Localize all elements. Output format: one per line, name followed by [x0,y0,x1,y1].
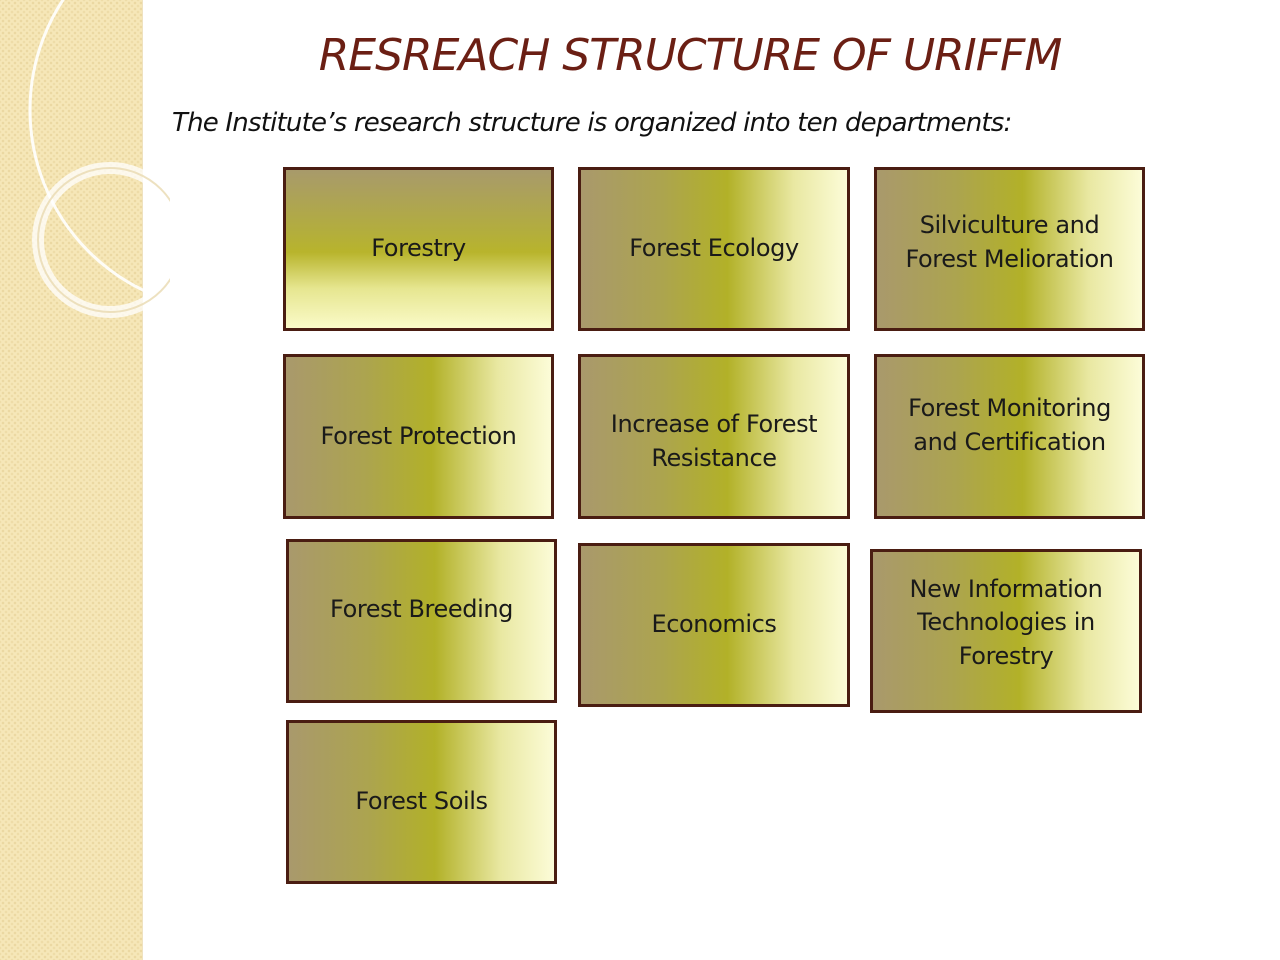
page-subtitle: The Institute’s research structure is or… [172,108,1012,138]
department-label: Silviculture and Forest Melioration [905,211,1114,273]
department-label: Increase of Forest Resistance [610,409,818,472]
department-box-forest-ecology: Forest Ecology [578,167,850,331]
department-label: Forest Protection [320,421,517,450]
department-label: Forestry [371,234,466,263]
department-box-forest-soils: Forest Soils [286,720,557,884]
department-label: Forest Soils [355,787,488,816]
department-box-forest-breeding: Forest Breeding [286,539,557,703]
department-label: Economics [651,610,777,639]
department-box-information-technologies: New Information Technologies in Forestry [870,549,1142,713]
decorative-side-band [0,0,143,960]
department-label: Forest Breeding [330,595,513,624]
department-label: Forest Monitoring and Certification [908,393,1111,456]
department-label: Forest Ecology [629,234,799,263]
page-title: RESREACH STRUCTURE OF URIFFM [318,30,1063,81]
department-label: New Information Technologies in Forestry [909,574,1103,670]
department-box-forest-resistance: Increase of Forest Resistance [578,354,850,519]
department-box-economics: Economics [578,543,850,707]
department-box-silviculture: Silviculture and Forest Melioration [874,167,1145,331]
decorative-circles [28,0,170,318]
department-box-forest-monitoring: Forest Monitoring and Certification [874,354,1145,519]
department-box-forest-protection: Forest Protection [283,354,554,519]
department-box-forestry: Forestry [283,167,554,331]
